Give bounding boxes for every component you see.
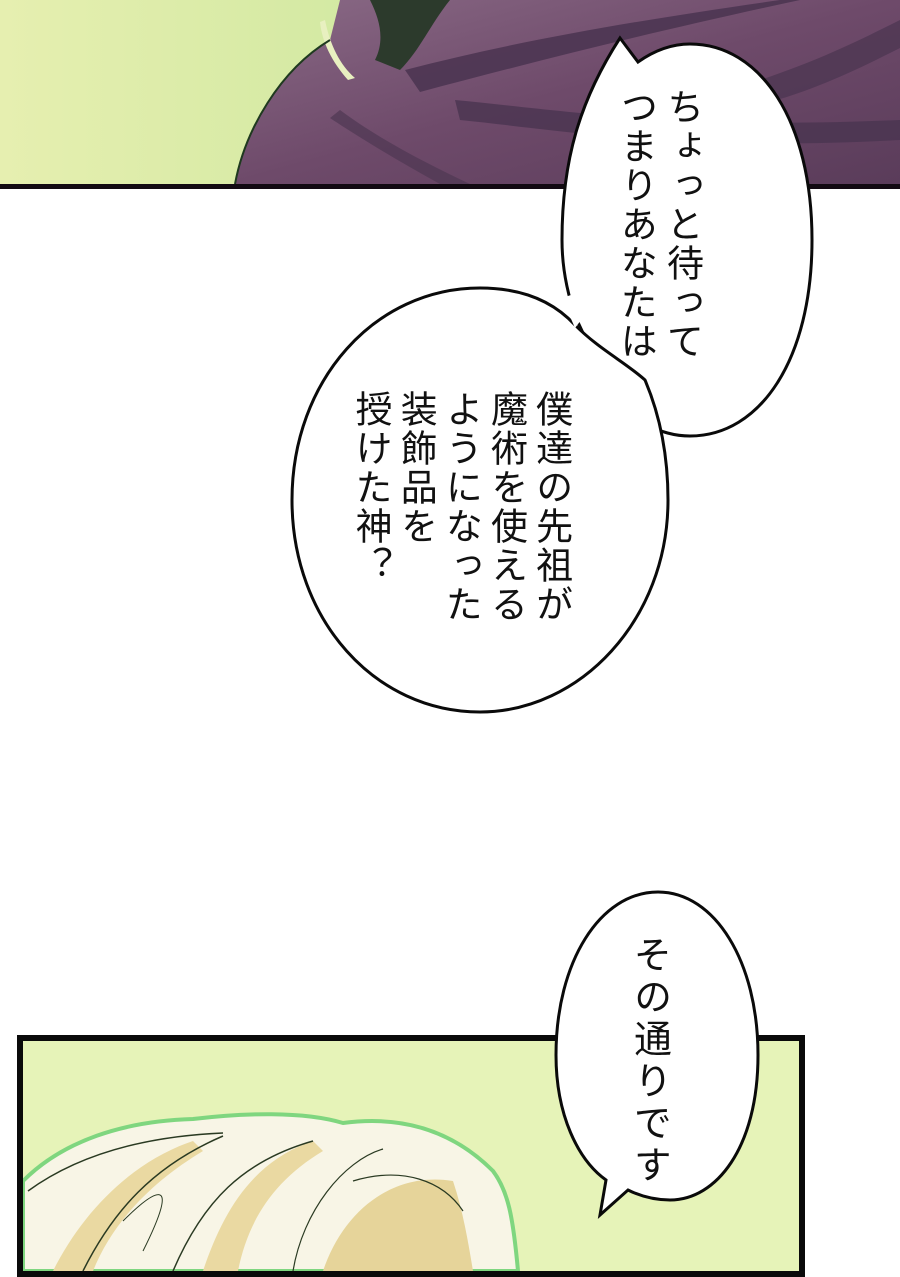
bubble-1-line-2: つまりあなたは xyxy=(614,88,658,361)
panel-bottom-hair-closeup xyxy=(17,1035,805,1277)
robe-artwork xyxy=(0,0,900,184)
speech-bubble-1-text: ちょっと待って つまりあなたは xyxy=(612,88,705,361)
bubble-2-line-1: 僕達の先祖が xyxy=(529,390,573,624)
hair-artwork xyxy=(23,1041,799,1271)
panel-top-robed-figure xyxy=(0,0,900,189)
bubble-2-line-4: 装飾品を xyxy=(394,390,438,546)
bubble-1-line-1: ちょっと待って xyxy=(660,88,704,361)
speech-bubble-3-text: その通りです xyxy=(625,935,673,1187)
bubble-2-line-3: ようになった xyxy=(439,390,483,624)
bubble-2-line-2: 魔術を使える xyxy=(484,390,528,624)
speech-bubble-2-text: 僕達の先祖が 魔術を使える ようになった 装飾品を 授けた神？ xyxy=(348,390,574,624)
bubble-3-line-1: その通りです xyxy=(627,935,672,1187)
bubble-2-line-5: 授けた神？ xyxy=(349,390,393,585)
